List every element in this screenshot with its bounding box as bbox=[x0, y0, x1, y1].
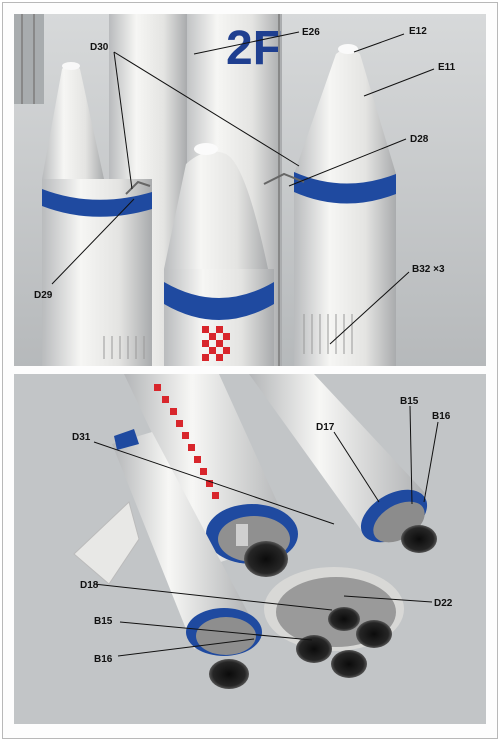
booster-center bbox=[124, 374, 298, 577]
label-d17: D17 bbox=[316, 422, 335, 433]
core-marking: 2F bbox=[226, 22, 282, 75]
struts bbox=[125, 172, 305, 195]
label-d31: D31 bbox=[72, 432, 91, 443]
label-e26: E26 bbox=[302, 27, 320, 38]
top-photo-rocket-boosters: 2F bbox=[14, 14, 486, 366]
label-d18: D18 bbox=[80, 580, 99, 591]
label-d28: D28 bbox=[410, 134, 429, 145]
label-b15: B15 bbox=[94, 616, 113, 627]
window-frame bbox=[14, 14, 44, 104]
label-b16: B16 bbox=[94, 654, 113, 665]
label-b16: B16 bbox=[432, 411, 451, 422]
checker-pattern bbox=[154, 384, 219, 499]
booster-left bbox=[112, 429, 262, 689]
label-b32: B32 ×3 bbox=[412, 264, 445, 275]
label-e12: E12 bbox=[409, 26, 427, 37]
label-d22: D22 bbox=[434, 598, 453, 609]
blue-band bbox=[294, 172, 396, 204]
booster-right bbox=[249, 374, 437, 553]
wing bbox=[73, 501, 140, 585]
blue-band bbox=[164, 282, 274, 320]
blue-band bbox=[42, 189, 152, 217]
booster-right bbox=[294, 44, 396, 366]
booster-front bbox=[164, 143, 274, 366]
core-engine-cluster bbox=[264, 567, 404, 678]
checker-pattern bbox=[202, 326, 230, 361]
bottom-photo-illustration: B15 B16 D31 D17 D18 D22 B15 B16 bbox=[14, 374, 486, 724]
label-d29: D29 bbox=[34, 290, 53, 301]
label-d30: D30 bbox=[90, 42, 109, 53]
top-photo-illustration: 2F bbox=[14, 14, 486, 366]
label-b15: B15 bbox=[400, 396, 419, 407]
label-e11: E11 bbox=[438, 62, 456, 73]
bottom-photo-rocket-engines: B15 B16 D31 D17 D18 D22 B15 B16 bbox=[14, 374, 486, 724]
booster-left bbox=[42, 62, 152, 366]
